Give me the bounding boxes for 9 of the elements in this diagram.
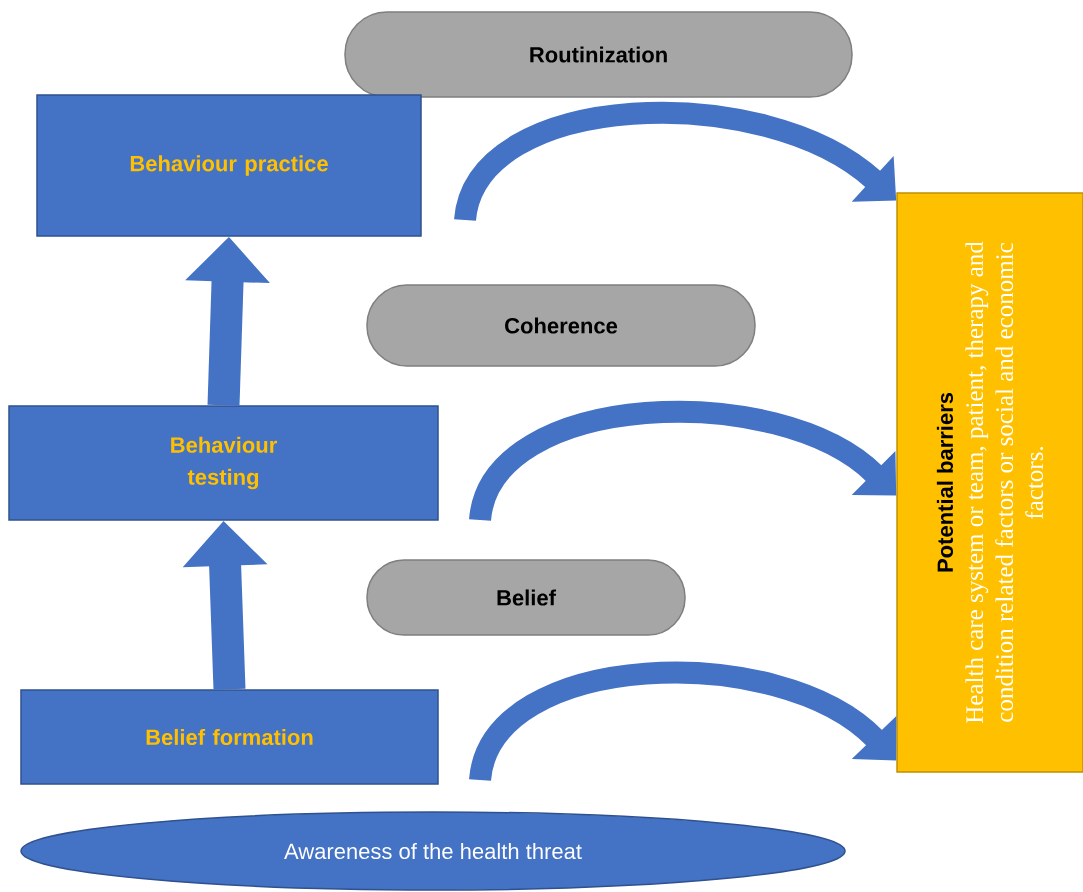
- stage-box: Belief formation: [20, 689, 439, 785]
- stage-box: Behaviour testing: [8, 405, 439, 521]
- stage-pill: Routinization: [344, 11, 853, 98]
- curved-arrow: [469, 400, 897, 523]
- barriers-box: Potential barriers Health care system or team, patient, therapy and condition related factors or social and economic factors.: [896, 192, 1083, 773]
- stage-pill: Belief: [366, 559, 686, 636]
- stage-box: Behaviour practice: [36, 94, 422, 237]
- stage-pill: Coherence: [366, 284, 756, 367]
- curved-arrow: [469, 661, 897, 783]
